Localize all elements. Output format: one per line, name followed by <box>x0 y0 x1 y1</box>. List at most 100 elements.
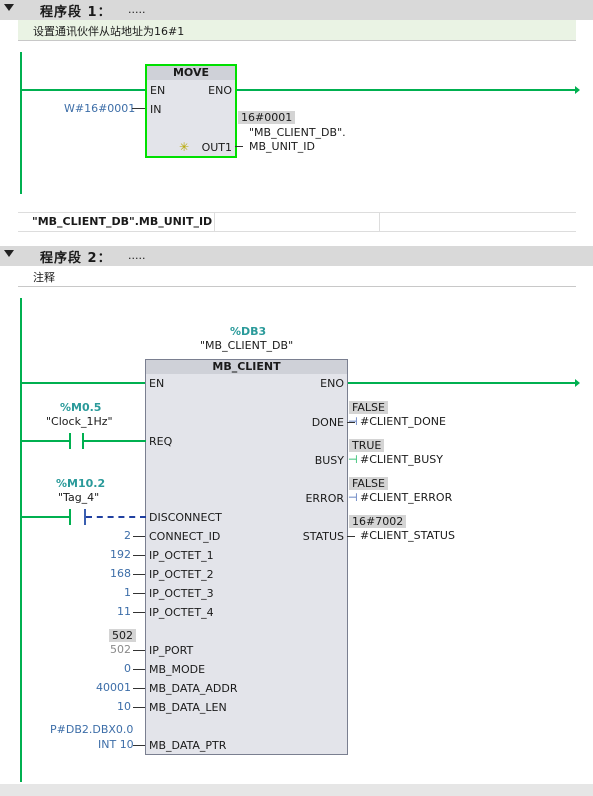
mb-client-ip-octet-1-pin: IP_OCTET_1 <box>149 549 214 562</box>
network2-comment[interactable]: 注释 <box>18 266 576 287</box>
disconnect-contact-left-bar <box>69 509 71 525</box>
mb-client-block[interactable]: MB_CLIENT EN REQ DISCONNECT CONNECT_ID I… <box>145 359 348 755</box>
ip-octet-4-connector <box>133 612 145 613</box>
mb-data-addr-connector <box>133 688 145 689</box>
network2-title: 程序段 2： <box>40 251 112 266</box>
mb-data-ptr-connector <box>133 745 145 746</box>
connect-id-connector <box>133 536 145 537</box>
ip-octet-3-connector <box>133 593 145 594</box>
status-output-tag[interactable]: #CLIENT_STATUS <box>360 529 455 542</box>
disconnect-wire-left <box>22 516 69 518</box>
connect-id-value[interactable]: 2 <box>124 529 131 542</box>
mb-client-mb-mode-pin: MB_MODE <box>149 663 206 676</box>
mb-client-en-pin: EN <box>149 377 165 390</box>
network1-comment-text: 设置通讯伙伴从站地址为16#1 <box>33 25 185 38</box>
mb-client-ip-octet-2-pin: IP_OCTET_2 <box>149 568 214 581</box>
mb-data-ptr-value-line2[interactable]: INT 10 <box>98 738 134 751</box>
network2-comment-text: 注释 <box>33 271 55 284</box>
busy-live-value: TRUE <box>349 439 385 452</box>
network1-en-wire <box>22 89 146 91</box>
error-output-tag[interactable]: #CLIENT_ERROR <box>360 491 453 504</box>
network2-en-wire <box>22 382 146 384</box>
busy-output-tag[interactable]: #CLIENT_BUSY <box>360 453 443 466</box>
instance-db-address[interactable]: %DB3 <box>230 325 267 338</box>
network1-tag-table: "MB_CLIENT_DB".MB_UNIT_ID <box>18 212 576 232</box>
move-out-live-value: 16#0001 <box>238 111 296 124</box>
req-wire-left <box>22 440 69 442</box>
req-contact-name[interactable]: "Clock_1Hz" <box>46 415 113 428</box>
mb-client-mb-data-addr-pin: MB_DATA_ADDR <box>149 682 238 695</box>
network2-header[interactable]: 程序段 2： ..... <box>0 246 593 266</box>
mb-data-addr-value[interactable]: 40001 <box>96 681 131 694</box>
mb-client-ip-octet-3-pin: IP_OCTET_3 <box>149 587 214 600</box>
move-out-tag-line1[interactable]: "MB_CLIENT_DB". <box>249 126 346 139</box>
network1-dots: ..... <box>128 3 146 16</box>
network2-power-rail <box>20 298 22 782</box>
ip-port-value[interactable]: 502 <box>110 643 131 656</box>
ip-octet-1-value[interactable]: 192 <box>110 548 131 561</box>
mb-mode-value[interactable]: 0 <box>124 662 131 675</box>
ip-octet-3-value[interactable]: 1 <box>124 586 131 599</box>
mb-client-ip-octet-4-pin: IP_OCTET_4 <box>149 606 214 619</box>
busy-connector-arrow-icon: ⊣ <box>348 453 358 466</box>
disconnect-contact-right-bar <box>84 509 86 525</box>
move-in-pin: IN <box>150 103 162 116</box>
move-in-connector <box>132 108 145 109</box>
move-out1-pin: OUT1 <box>201 141 232 154</box>
disconnect-contact-address[interactable]: %M10.2 <box>56 477 106 490</box>
tag-table-cell[interactable]: "MB_CLIENT_DB".MB_UNIT_ID <box>18 213 215 231</box>
network1-eno-arrow-icon <box>575 86 580 94</box>
network-separator <box>0 784 593 796</box>
add-output-star-icon[interactable]: ✳ <box>179 140 190 154</box>
ip-octet-2-value[interactable]: 168 <box>110 567 131 580</box>
mb-client-status-pin: STATUS <box>302 530 344 543</box>
move-block[interactable]: MOVE EN ENO IN OUT1 ✳ <box>145 64 237 158</box>
req-contact-left-bar <box>69 433 71 449</box>
network2-dots: ..... <box>128 249 146 262</box>
ip-port-live-value: 502 <box>109 629 136 642</box>
done-connector-arrow-icon: ⊣ <box>348 415 358 428</box>
done-connector <box>347 422 355 423</box>
mb-mode-connector <box>133 669 145 670</box>
network2-eno-wire <box>347 382 575 384</box>
ip-octet-1-connector <box>133 555 145 556</box>
req-contact-right-bar <box>82 433 84 449</box>
network2-eno-arrow-icon <box>575 379 580 387</box>
mb-data-len-value[interactable]: 10 <box>117 700 131 713</box>
disconnect-wire-right <box>86 516 146 518</box>
tag-table-entry: "MB_CLIENT_DB".MB_UNIT_ID <box>32 215 213 228</box>
mb-data-len-connector <box>133 707 145 708</box>
status-live-value: 16#7002 <box>349 515 407 528</box>
req-contact-address[interactable]: %M0.5 <box>60 401 102 414</box>
mb-client-eno-pin: ENO <box>320 377 344 390</box>
collapse-arrow-icon[interactable] <box>4 4 14 11</box>
network1-header[interactable]: 程序段 1： ..... <box>0 0 593 20</box>
network1-title: 程序段 1： <box>40 5 112 20</box>
status-connector <box>347 536 355 537</box>
mb-client-req-pin: REQ <box>149 435 173 448</box>
req-wire-right <box>84 440 146 442</box>
mb-data-ptr-value-line1[interactable]: P#DB2.DBX0.0 <box>50 723 134 736</box>
done-output-tag[interactable]: #CLIENT_DONE <box>360 415 446 428</box>
move-block-title: MOVE <box>147 66 235 80</box>
mb-client-mb-data-len-pin: MB_DATA_LEN <box>149 701 227 714</box>
network1-power-rail <box>20 52 22 194</box>
collapse-arrow-icon[interactable] <box>4 250 14 257</box>
move-out-tag-line2[interactable]: MB_UNIT_ID <box>249 140 315 153</box>
move-out-connector <box>235 146 243 147</box>
disconnect-contact-name[interactable]: "Tag_4" <box>58 491 100 504</box>
mb-client-disconnect-pin: DISCONNECT <box>149 511 222 524</box>
move-eno-pin: ENO <box>208 84 232 97</box>
mb-client-done-pin: DONE <box>311 416 344 429</box>
network1-eno-wire <box>235 89 575 91</box>
tag-table-cell-empty[interactable] <box>215 213 380 231</box>
error-live-value: FALSE <box>349 477 388 490</box>
mb-client-error-pin: ERROR <box>305 492 344 505</box>
error-connector-arrow-icon: ⊣ <box>348 491 358 504</box>
mb-client-connect-id-pin: CONNECT_ID <box>149 530 221 543</box>
network1-comment[interactable]: 设置通讯伙伴从站地址为16#1 <box>18 20 576 41</box>
ip-octet-2-connector <box>133 574 145 575</box>
move-in-value[interactable]: W#16#0001 <box>64 102 136 115</box>
ip-octet-4-value[interactable]: 11 <box>117 605 131 618</box>
instance-db-name[interactable]: "MB_CLIENT_DB" <box>200 339 294 352</box>
